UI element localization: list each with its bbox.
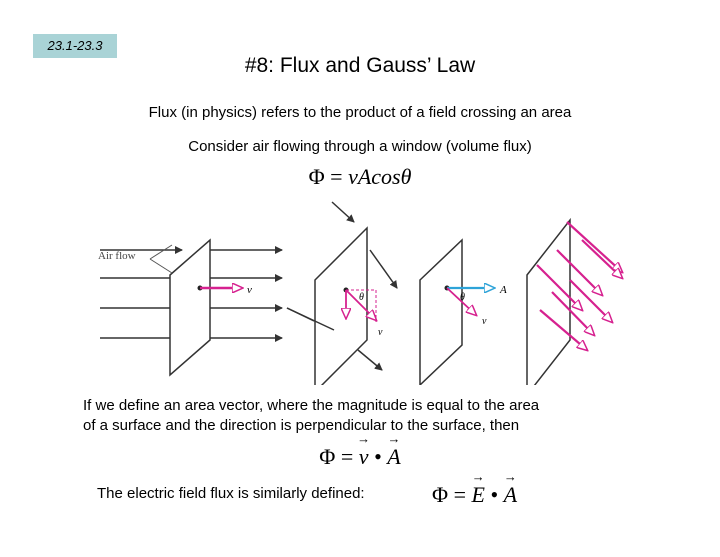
paragraph-line-1: If we define an area vector, where the m… [83, 397, 540, 414]
electric-flux-equation: Φ = E • A [432, 482, 517, 508]
slide-title: #8: Flux and Gauss’ Law [244, 54, 476, 77]
theta-label-2: θ [460, 292, 465, 303]
airflow-label: Air flow [98, 250, 136, 262]
intro-text: Flux (in physics) refers to the product … [148, 104, 572, 121]
area-vector: A [504, 482, 517, 508]
v-label-3: v [482, 316, 487, 327]
phi-symbol: Φ [432, 482, 449, 507]
section-badge: 23.1-23.3 [33, 34, 117, 58]
v-label-1: v [247, 284, 252, 296]
v-label-2: v [378, 327, 383, 338]
flux-equation-scalar: Φ = vAcosθ [0, 164, 720, 190]
phi-symbol: Φ [319, 444, 336, 469]
phi-symbol: Φ [308, 164, 325, 189]
a-label: A [499, 284, 507, 296]
equals-sign: = [453, 482, 467, 507]
equals-sign: = [330, 164, 343, 189]
panel-field-lines [526, 217, 622, 385]
theta-label-1: θ [359, 292, 364, 303]
dot-operator: • [374, 444, 382, 469]
dot-operator: • [490, 482, 499, 507]
flux-equation-vector: Φ = v • A [0, 444, 720, 470]
electric-field-vector: E [472, 482, 485, 508]
electric-flux-text: The electric field flux is similarly def… [97, 485, 365, 502]
panel-perpendicular: Air flow v [98, 238, 283, 377]
area-vector-paragraph: If we define an area vector, where the m… [83, 396, 539, 436]
panel-tilted: θ v [286, 201, 398, 385]
area-vector: A [387, 444, 400, 470]
equation-rhs: vAcosθ [348, 164, 412, 189]
equals-sign: = [340, 444, 354, 469]
subintro-text: Consider air flowing through a window (v… [188, 138, 532, 155]
panel-area-vector: A θ v [419, 238, 507, 385]
paragraph-line-2: of a surface and the direction is perpen… [83, 417, 520, 434]
flux-figure: Air flow v θ v A θ v [98, 201, 652, 385]
velocity-vector: v [359, 444, 369, 470]
